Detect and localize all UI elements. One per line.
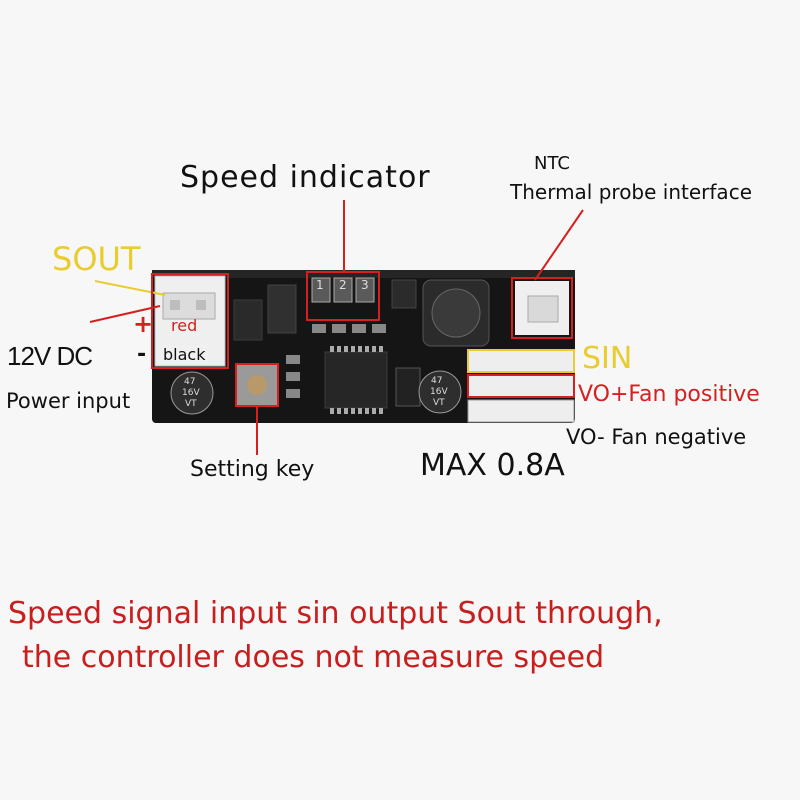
caption-line-2: the controller does not measure speed <box>22 640 605 675</box>
resistor-7 <box>286 389 300 398</box>
ic-pin <box>344 346 348 352</box>
main-ic <box>324 351 388 409</box>
resistor-1 <box>312 324 326 333</box>
pcb-edge <box>152 270 575 278</box>
power-connector-pin-2 <box>196 300 206 310</box>
fan-connector-sin <box>467 349 575 373</box>
minus-label: - <box>137 342 147 367</box>
left-cap-text-1: 47 <box>184 377 196 387</box>
speed-indicator-label: Speed indicator <box>180 160 431 195</box>
ic-pin <box>344 408 348 414</box>
speed-led-1 <box>311 277 331 303</box>
ic-pin <box>330 408 334 414</box>
setting-key-cap <box>247 375 267 395</box>
ic-pin <box>351 346 355 352</box>
vo-minus-label: VO- Fan negative <box>566 425 747 449</box>
left-capacitor <box>170 371 214 415</box>
right-cap-text-2: 16V <box>430 387 448 397</box>
resistor-2 <box>332 324 346 333</box>
plus-pointer-line <box>89 305 161 323</box>
caption-line-1: Speed signal input sin output Sout throu… <box>8 596 663 631</box>
fan-connector-vo-plus <box>467 374 575 398</box>
right-cap-text-1: 47 <box>431 376 443 386</box>
ic-pin <box>372 346 376 352</box>
vo-plus-label: VO+Fan positive <box>578 382 760 407</box>
inductor-core <box>431 288 481 338</box>
small-chip <box>391 279 417 309</box>
resistor-5 <box>286 355 300 364</box>
led-label-2: 2 <box>339 278 347 292</box>
led-label-1: 1 <box>316 278 324 292</box>
plus-label: + <box>133 310 154 338</box>
regulator-tab <box>267 284 297 334</box>
thermal-probe-label: Thermal probe interface <box>510 180 752 204</box>
setting-key-label: Setting key <box>190 457 315 482</box>
power-connector-callout-box <box>151 273 229 369</box>
ic-pin <box>379 408 383 414</box>
sout-label: SOUT <box>52 240 141 278</box>
ic-pin <box>379 346 383 352</box>
resistor-3 <box>352 324 366 333</box>
right-cap-text-3: VT <box>433 398 445 408</box>
ic-pin <box>351 408 355 414</box>
diode <box>395 367 421 407</box>
ic-pin <box>358 346 362 352</box>
main-ic-pins <box>330 346 383 414</box>
ic-pin <box>372 408 376 414</box>
ic-pin <box>365 408 369 414</box>
fan-connector-vo-minus <box>467 399 575 423</box>
ic-pin <box>337 408 341 414</box>
speed-led-2 <box>333 277 353 303</box>
power-connector-pin-1 <box>170 300 180 310</box>
sin-label: SIN <box>582 341 633 376</box>
left-cap-text-3: VT <box>185 399 197 409</box>
red-wire-label: red <box>171 316 198 335</box>
regulator-chip <box>233 299 263 341</box>
ntc-connector <box>511 277 573 339</box>
black-wire-label: black <box>160 345 209 364</box>
left-cap-text-2: 16V <box>182 388 200 398</box>
led-label-3: 3 <box>361 278 369 292</box>
sout-pointer-line <box>94 280 166 296</box>
ntc-label: NTC <box>534 153 570 174</box>
power-input-label: Power input <box>6 389 131 413</box>
ic-pin <box>365 346 369 352</box>
ntc-connector-slot <box>527 295 559 323</box>
ic-pin <box>337 346 341 352</box>
resistor-4 <box>372 324 386 333</box>
max-current-label: MAX 0.8A <box>420 448 565 483</box>
ntc-pointer-line <box>534 209 584 281</box>
resistor-6 <box>286 372 300 381</box>
ic-pin <box>358 408 362 414</box>
ic-pin <box>330 346 334 352</box>
power-voltage-label: 12V DC <box>7 341 93 371</box>
right-capacitor <box>418 370 462 414</box>
speed-led-3 <box>355 277 375 303</box>
